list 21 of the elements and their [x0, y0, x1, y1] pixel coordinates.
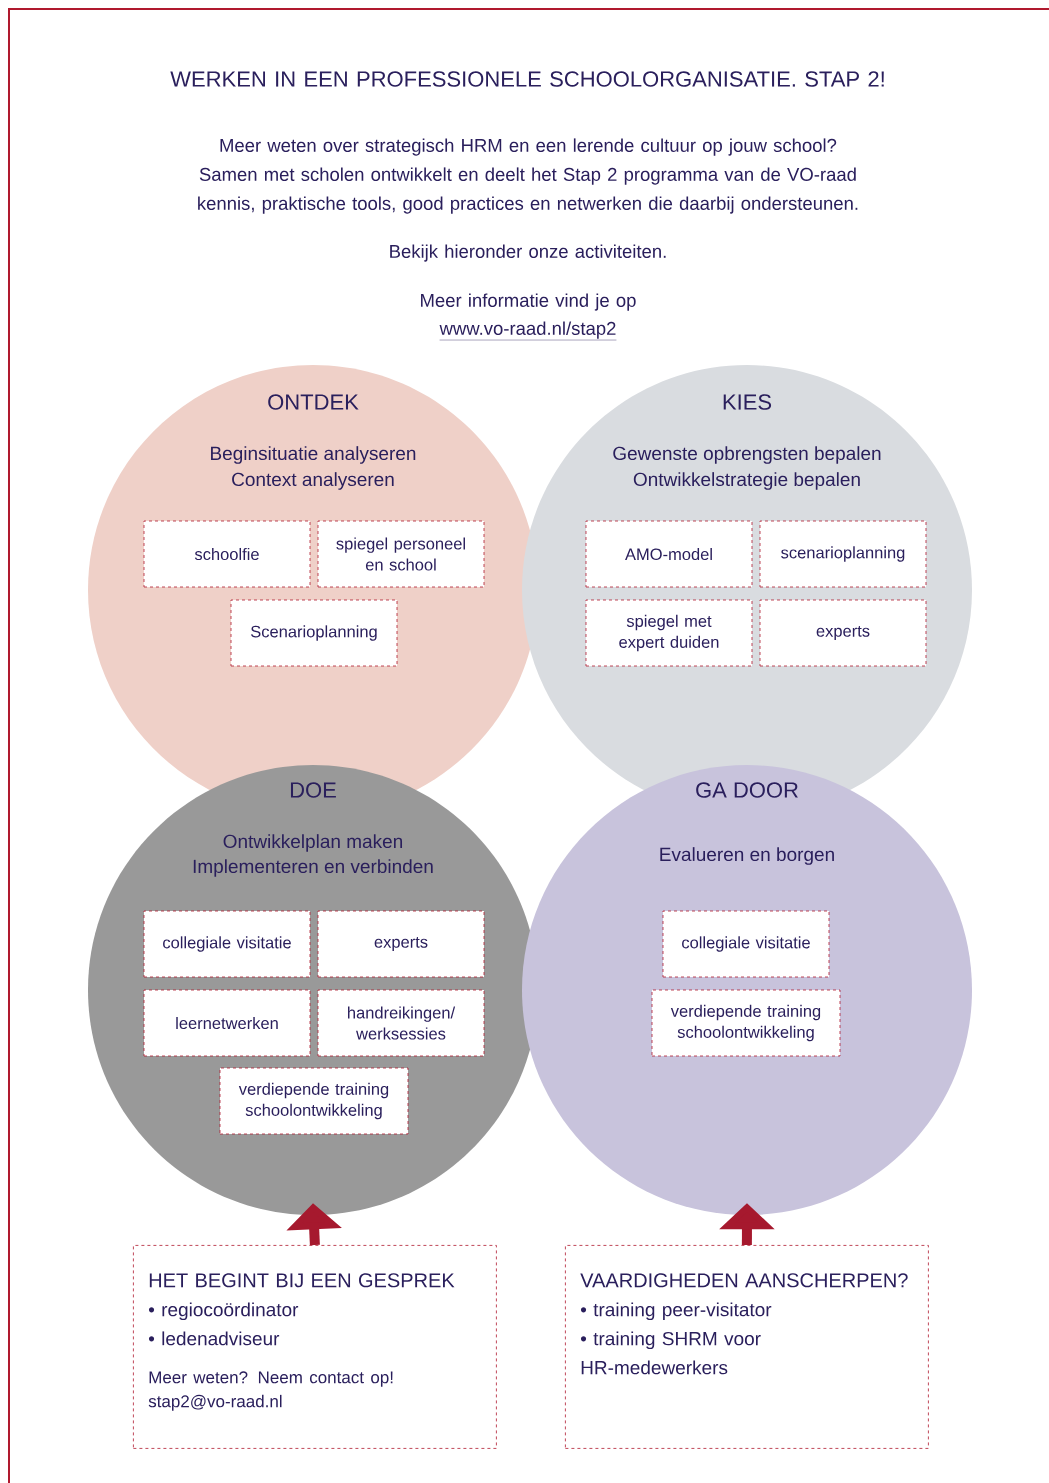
activity-box: Scenarioplanning	[230, 599, 398, 667]
info-panel: VAARDIGHEDEN AANSCHERPEN? • training peer-visitator • training SHRM voor HR-medewerkers	[565, 1245, 929, 1449]
title: WERKEN IN EEN PROFESSIONELE SCHOOLORGANISATIE. STAP 2!	[170, 71, 884, 87]
activity-box: verdiepende training schoolontwikkeling	[651, 989, 841, 1057]
activity-box: handreikingen/ werksessies	[317, 989, 485, 1057]
intro-text: Bekijk hieronder onze activiteiten.	[390, 244, 666, 262]
activity-box: experts	[317, 910, 485, 978]
intro-text: Meer weten over strategisch HRM en een lerende cultuur op jouw school? Samen met scholen ontwikkelt en deelt het Stap 2 programma van de VO-raad kennis, praktische tools, good practices en netwerken die daarbij ondersteunen.	[198, 138, 858, 214]
web-link: www.vo-raad.nl/stap2	[439, 321, 617, 341]
activity-box: scenarioplanning	[759, 520, 927, 588]
activity-box: experts	[759, 599, 927, 667]
activity-box: collegiale visitatie	[662, 910, 830, 978]
activity-box: leernetwerken	[143, 989, 311, 1057]
activity-box: collegiale visitatie	[143, 910, 311, 978]
activity-box: spiegel met expert duiden	[585, 599, 753, 667]
info-text: Meer informatie vind je op	[421, 293, 636, 311]
activity-box: spiegel personeel en school	[317, 520, 485, 588]
activity-box: verdiepende training schoolontwikkeling	[219, 1067, 409, 1135]
activity-box: schoolfie	[143, 520, 311, 588]
activity-box: AMO-model	[585, 520, 753, 588]
info-panel: HET BEGINT BIJ EEN GESPREK • regiocoördinator • ledenadviseur Meer weten? Neem contact op! stap2@vo-raad.nl	[133, 1245, 497, 1449]
